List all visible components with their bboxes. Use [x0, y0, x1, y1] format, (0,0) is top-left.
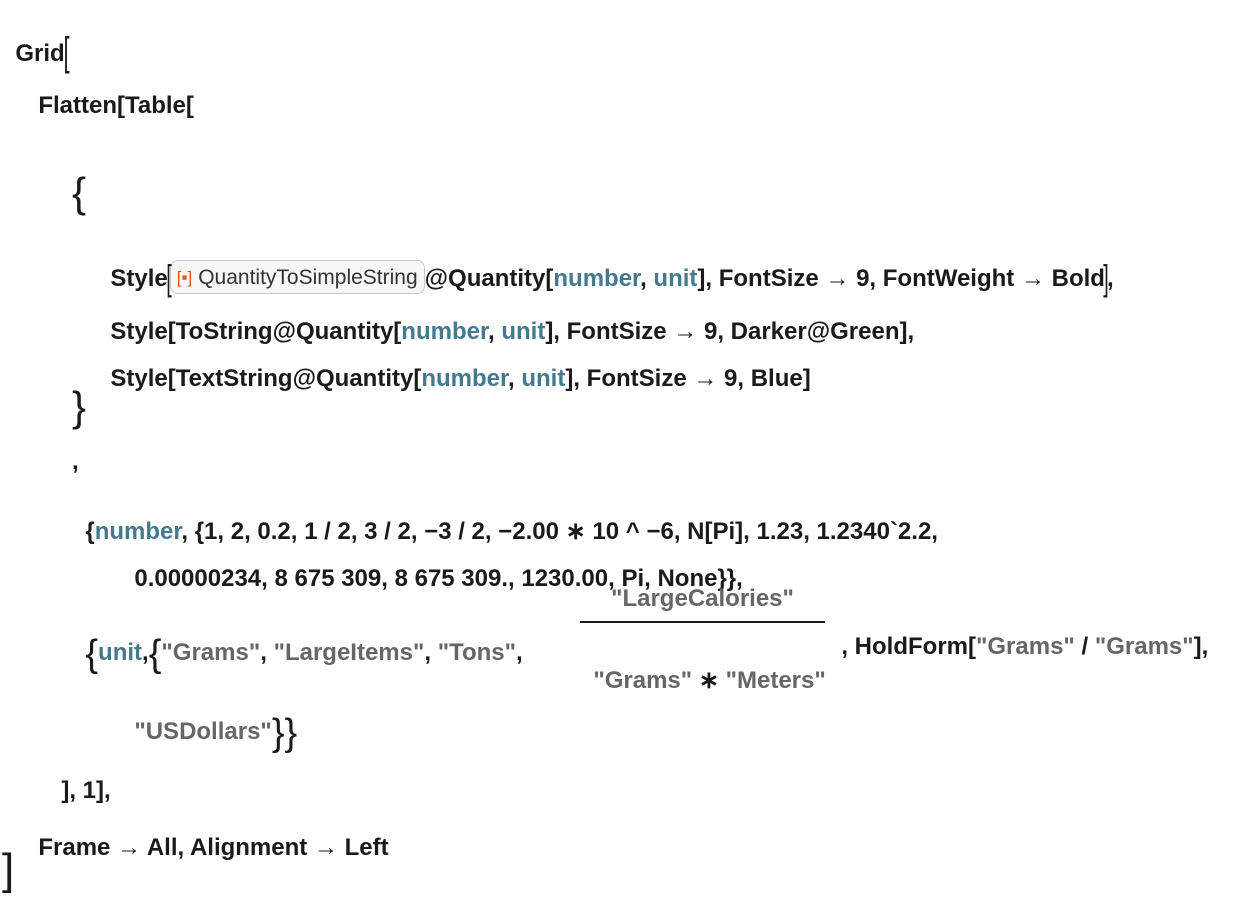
code-open-brace: { — [72, 169, 87, 216]
code-close-brace: } — [72, 383, 87, 430]
str-largecalories: "LargeCalories" — [611, 585, 794, 612]
iter2-open-brace: { — [85, 633, 99, 675]
sep: , — [487, 318, 502, 345]
str-grams: "Grams" — [161, 639, 261, 666]
var-unit: unit — [98, 639, 143, 666]
resource-function-icon: [▪] — [176, 268, 193, 287]
times: ∗ — [692, 667, 726, 694]
str-grams: "Grams" — [976, 633, 1075, 660]
grid-function: Grid — [15, 40, 65, 67]
str-grams: "Grams" — [593, 667, 693, 694]
code-line-iterator-number-cont: 0.00000234, 8 675 309, 8 675 309., 1230.… — [121, 543, 743, 592]
code-line-style1: Style[[▪] QuantityToSimpleString @Quantity… — [97, 236, 1114, 298]
holdform-tail: ], — [1193, 633, 1209, 660]
table-close: ], 1], — [61, 777, 111, 804]
var-unit: unit — [653, 265, 698, 292]
code-line-table-close: ], 1], — [48, 755, 111, 804]
style3-head: Style[TextString@Quantity[ — [110, 365, 422, 392]
str-meters: "Meters" — [725, 667, 826, 694]
style3-tail: ], FontSize → 9, Blue] — [565, 365, 811, 392]
code-line-holdform: , HoldForm["Grams" / "Grams"], — [828, 611, 1208, 659]
var-number: number — [421, 365, 509, 392]
code-line-iterator-unit: {unit,{"Grams", "LargeItems", "Tons", — [72, 611, 529, 673]
style1-mid: @Quantity[ — [424, 265, 554, 292]
grid-options: Frame → All, Alignment → Left — [38, 834, 389, 861]
code-line-options: Frame → All, Alignment → Left — [25, 812, 389, 861]
code-line-flatten: Flatten[Table[ — [25, 70, 194, 118]
style2-head: Style[ToString@Quantity[ — [110, 318, 402, 345]
str-largeitems: "LargeItems" — [273, 639, 425, 666]
sep: , — [424, 639, 438, 666]
iter2-close-braces: }} — [271, 712, 298, 754]
var-number: number — [553, 265, 641, 292]
var-number: number — [94, 518, 182, 545]
style1-close-bracket: ] — [1103, 257, 1109, 298]
style2-tail: ], FontSize → 9, Darker@Green], — [545, 318, 915, 345]
grid-close-bracket: ] — [2, 845, 15, 894]
quantity-to-simple-string-chip[interactable]: [▪] QuantityToSimpleString — [169, 260, 425, 294]
iter2-inner-open-brace: { — [148, 633, 162, 675]
code-line-style2: Style[ToString@Quantity[number, unit], F… — [97, 296, 914, 344]
holdform-div: / — [1074, 633, 1095, 660]
iter1-values: , {1, 2, 0.2, 1 / 2, 3 / 2, −3 / 2, −2.0… — [181, 518, 938, 545]
fraction-numerator: "LargeCalories" — [580, 585, 825, 613]
str-tons: "Tons" — [437, 639, 517, 666]
iter2-sep: , — [142, 639, 149, 666]
iter1-open: { — [85, 518, 95, 545]
style1-open-bracket: [ — [165, 257, 172, 298]
code-comma: , — [72, 448, 79, 475]
var-number: number — [401, 318, 488, 345]
style1-head: Style — [110, 265, 168, 292]
sep: , — [260, 639, 274, 666]
str-usdollars: "USDollars" — [134, 718, 272, 745]
sep: , — [516, 639, 530, 666]
fraction-bar — [580, 621, 825, 623]
style1-comma: , — [1106, 265, 1114, 292]
holdform-head: , HoldForm[ — [841, 633, 976, 660]
var-unit: unit — [501, 318, 546, 345]
code-line-style3: Style[TextString@Quantity[number, unit],… — [97, 343, 811, 392]
str-grams: "Grams" — [1094, 633, 1194, 660]
chip-label: QuantityToSimpleString — [198, 266, 418, 289]
iter1-values-cont: 0.00000234, 8 675 309, 8 675 309., 1230.… — [134, 565, 743, 592]
style1-tail: ], FontSize → 9, FontWeight → Bold — [697, 265, 1105, 292]
grid-open-bracket: [ — [63, 30, 70, 74]
flatten-table-call: Flatten[Table[ — [38, 92, 194, 119]
sep: , — [508, 365, 522, 392]
var-unit: unit — [521, 365, 566, 392]
code-line-grid: Grid[ — [2, 8, 70, 74]
code-line-usdollars: "USDollars"}} — [121, 690, 297, 752]
code-line-iterator-number: {number, {1, 2, 0.2, 1 / 2, 3 / 2, −3 / … — [72, 496, 938, 544]
fraction-denominator: "Grams" ∗ "Meters" — [580, 638, 825, 695]
sep: , — [640, 265, 654, 292]
